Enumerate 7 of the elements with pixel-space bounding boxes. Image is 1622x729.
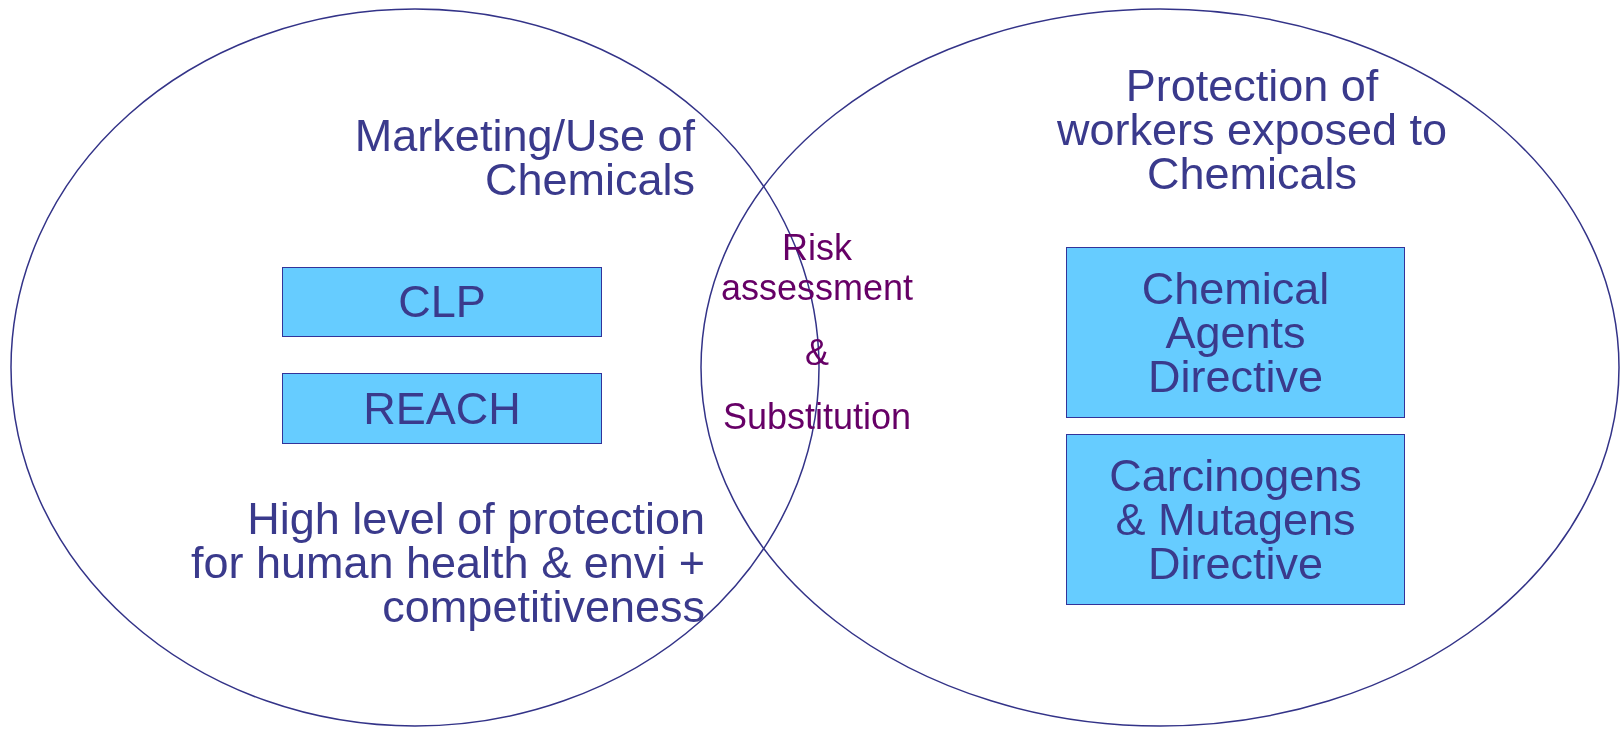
- regulation-box: Carcinogens & Mutagens Directive: [1066, 434, 1405, 605]
- regulation-box: CLP: [282, 267, 602, 337]
- circle-heading: Protection of workers exposed to Chemicals: [1055, 64, 1449, 196]
- regulation-box: REACH: [282, 373, 602, 444]
- circle-description: High level of protection for human health & envi + competitiveness: [190, 497, 705, 629]
- circle-heading: Marketing/Use of Chemicals: [353, 114, 695, 202]
- regulation-box: Chemical Agents Directive: [1066, 247, 1405, 418]
